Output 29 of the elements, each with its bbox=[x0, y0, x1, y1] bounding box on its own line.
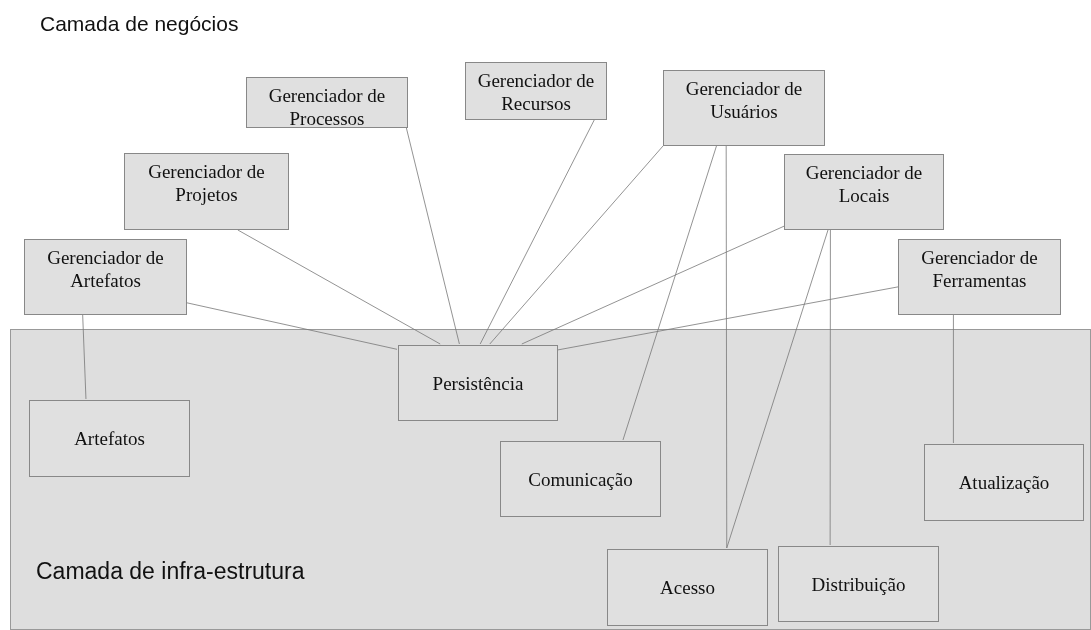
module-box: Acesso bbox=[607, 549, 768, 626]
connector-line bbox=[521, 225, 785, 345]
module-box: Gerenciador de Ferramentas bbox=[898, 239, 1061, 315]
module-box: Gerenciador de Processos bbox=[246, 77, 408, 128]
connector-line bbox=[726, 229, 829, 549]
module-box: Distribuição bbox=[778, 546, 939, 622]
layer-band bbox=[10, 329, 1091, 630]
connector-line bbox=[479, 119, 595, 345]
connector-line bbox=[829, 229, 831, 546]
module-box: Comunicação bbox=[500, 441, 661, 517]
module-box: Persistência bbox=[398, 345, 558, 421]
connector-line bbox=[406, 127, 460, 345]
layer-title: Camada de negócios bbox=[40, 11, 239, 37]
module-box: Atualização bbox=[924, 444, 1084, 521]
module-box: Gerenciador de Projetos bbox=[124, 153, 289, 230]
module-box: Artefatos bbox=[29, 400, 190, 477]
connector-line bbox=[489, 145, 664, 345]
connector-line bbox=[556, 286, 899, 351]
connector-line bbox=[953, 314, 954, 444]
connector-line bbox=[237, 229, 441, 345]
module-box: Gerenciador de Recursos bbox=[465, 62, 607, 120]
module-box: Gerenciador de Locais bbox=[784, 154, 944, 230]
module-box: Gerenciador de Usuários bbox=[663, 70, 825, 146]
connector-line bbox=[186, 302, 398, 350]
layer-title: Camada de infra-estrutura bbox=[36, 557, 305, 586]
connector-line bbox=[82, 314, 87, 400]
module-box: Gerenciador de Artefatos bbox=[24, 239, 187, 315]
connector-line bbox=[725, 145, 728, 549]
connector-line bbox=[622, 145, 717, 441]
